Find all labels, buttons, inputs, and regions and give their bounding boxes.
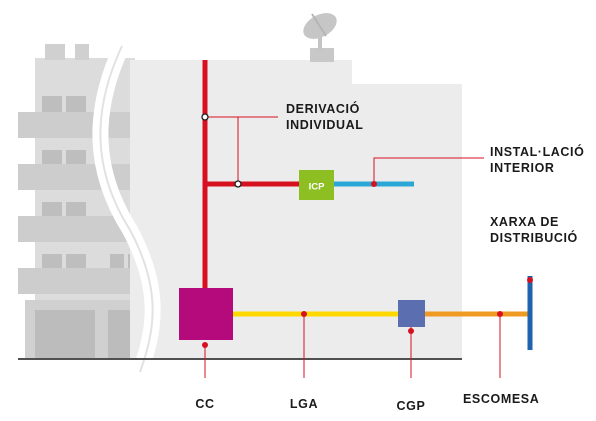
installacio-interior-label: INSTAL·LACIÓ INTERIOR [490,144,584,176]
xarxa-marker [527,277,533,283]
lga-marker [301,311,307,317]
cc-marker [202,342,208,348]
xarxa-line-2: DISTRIBUCIÓ [490,231,578,245]
derivacio-line-2: INDIVIDUAL [286,118,364,132]
installacio-marker [371,181,377,187]
xarxa-distribucio-label: XARXA DE DISTRIBUCIÓ [490,214,578,246]
escomesa-label: ESCOMESA [463,392,540,406]
installacio-line-1: INSTAL·LACIÓ [490,145,585,159]
satellite-dish-icon [303,13,337,62]
cgp-marker [408,328,414,334]
cc-label: CC [195,397,215,411]
xarxa-line-1: XARXA DE [490,215,559,229]
leader-lines [204,116,501,378]
cgp-label: CGP [396,399,426,413]
derivacio-marker [201,113,209,121]
derivacio-branch-marker [234,180,242,188]
derivacio-line-1: DERIVACIÓ [286,102,360,116]
icp-label: ICP [309,182,326,193]
escomesa-marker [497,311,503,317]
cgp-box [398,300,425,327]
derivacio-individual-label: DERIVACIÓ INDIVIDUAL [286,101,364,133]
cc-box [179,288,233,340]
building-illustration [18,44,140,360]
icp-box [299,170,334,200]
lga-label: LGA [289,397,319,411]
installacio-line-2: INTERIOR [490,161,555,175]
